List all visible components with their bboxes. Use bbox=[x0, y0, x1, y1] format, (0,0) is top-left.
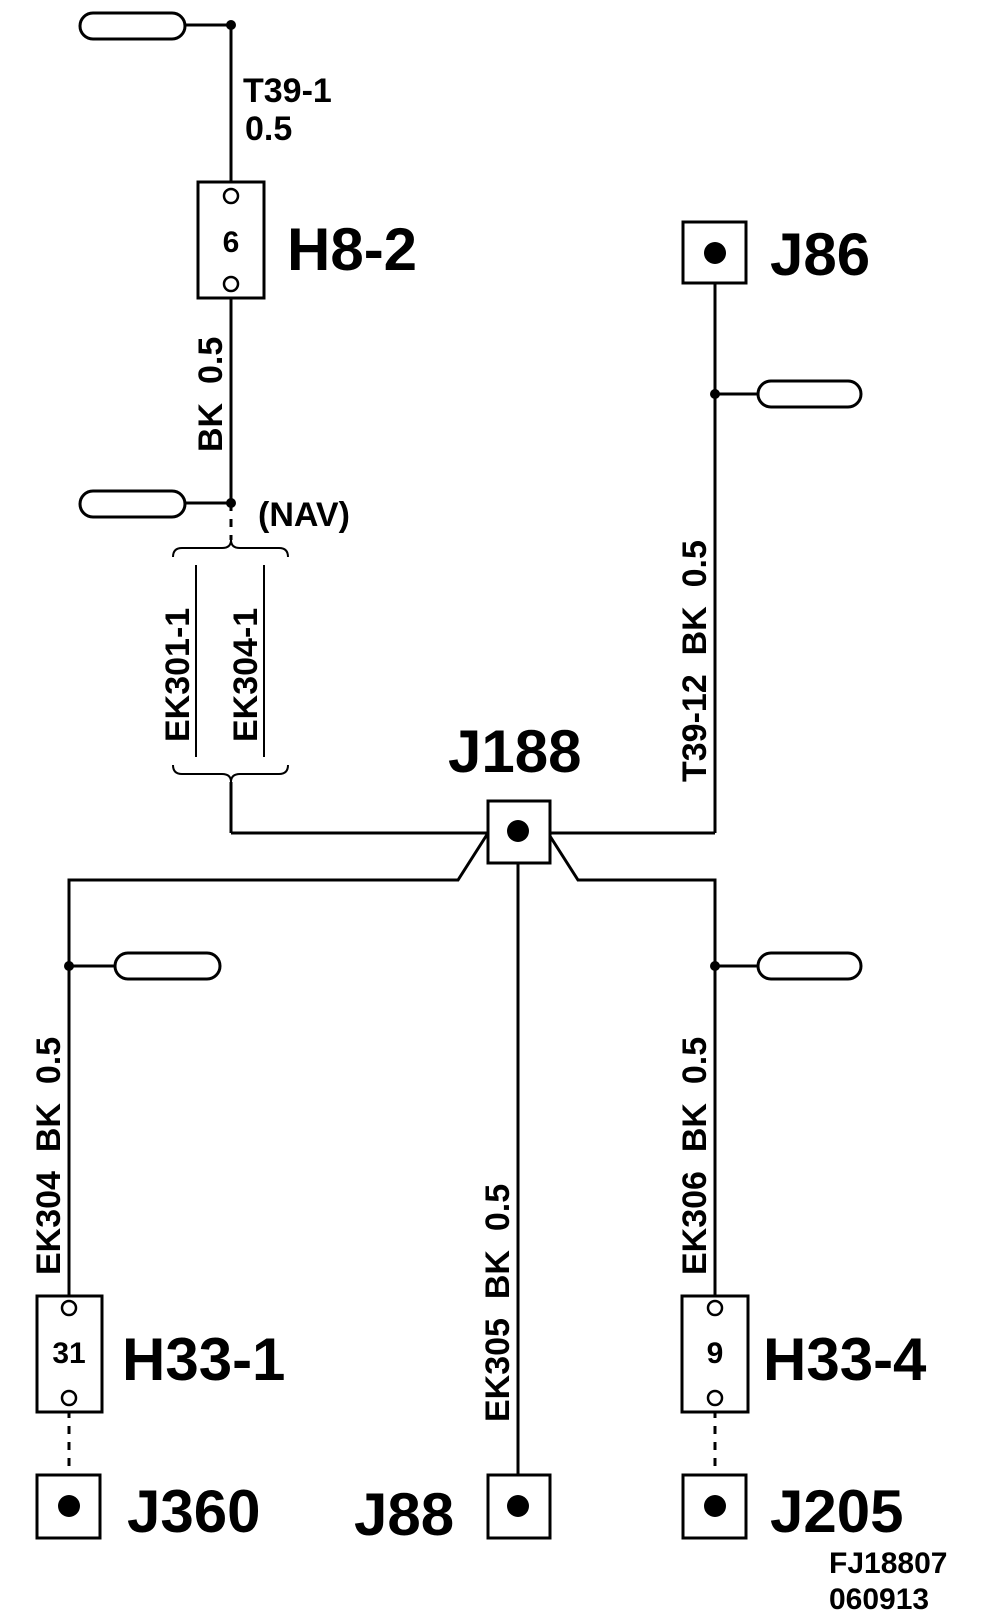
junction-j360 bbox=[35, 1473, 102, 1540]
shield-top-icon bbox=[78, 11, 187, 41]
label-j205: J205 bbox=[770, 1478, 903, 1545]
label-t39-1: T39-1 bbox=[243, 72, 332, 110]
h33-4-pin-label: 9 bbox=[707, 1337, 724, 1370]
label-t39-12: T39-12 BK 0.5 bbox=[676, 540, 714, 782]
label-j188: J188 bbox=[448, 718, 581, 785]
shield-j86-icon bbox=[756, 379, 863, 409]
label-j88: J88 bbox=[354, 1481, 454, 1548]
splice-dot-top bbox=[226, 20, 236, 30]
label-t39-1-size: 0.5 bbox=[245, 110, 292, 148]
shield-ek304-icon bbox=[113, 951, 222, 981]
bracket-bottom bbox=[172, 764, 289, 783]
label-ek304-1: EK304-1 bbox=[227, 608, 265, 742]
label-j360: J360 bbox=[127, 1478, 260, 1545]
splice-dot-j86 bbox=[710, 389, 720, 399]
label-ek304: EK304 BK 0.5 bbox=[30, 1037, 68, 1275]
junction-j188 bbox=[486, 799, 552, 865]
h33-1-pin-label: 31 bbox=[52, 1337, 85, 1370]
label-ek306: EK306 BK 0.5 bbox=[676, 1037, 714, 1275]
wire-ek306 bbox=[546, 832, 717, 1298]
label-j86: J86 bbox=[770, 221, 870, 288]
junction-j88 bbox=[486, 1473, 552, 1540]
h8-2-pin-label: 6 bbox=[223, 226, 240, 259]
splice-dot-ek306 bbox=[710, 961, 720, 971]
label-h8-2: H8-2 bbox=[287, 216, 417, 283]
splice-dot-nav bbox=[226, 498, 236, 508]
label-h33-1: H33-1 bbox=[122, 1326, 285, 1393]
inline-connector-h33-1: 31 bbox=[35, 1294, 104, 1414]
label-bk-h8: BK 0.5 bbox=[192, 337, 230, 452]
inline-connector-h8-2: 6 bbox=[196, 180, 266, 300]
bracket-top bbox=[172, 539, 289, 558]
inline-connector-h33-4: 9 bbox=[680, 1294, 750, 1414]
figure-id-line2: 060913 bbox=[829, 1583, 929, 1616]
splice-dot-ek304 bbox=[64, 961, 74, 971]
shield-ek306-icon bbox=[756, 951, 863, 981]
figure-id-line1: FJ18807 bbox=[829, 1547, 947, 1580]
junction-j205 bbox=[681, 1473, 748, 1540]
shield-nav-icon bbox=[78, 489, 187, 519]
wire-ek304 bbox=[67, 832, 490, 1298]
junction-j86 bbox=[681, 220, 748, 285]
label-nav: (NAV) bbox=[258, 496, 350, 534]
label-h33-4: H33-4 bbox=[763, 1326, 927, 1393]
label-ek301-1: EK301-1 bbox=[159, 608, 197, 742]
label-ek305: EK305 BK 0.5 bbox=[479, 1184, 517, 1422]
